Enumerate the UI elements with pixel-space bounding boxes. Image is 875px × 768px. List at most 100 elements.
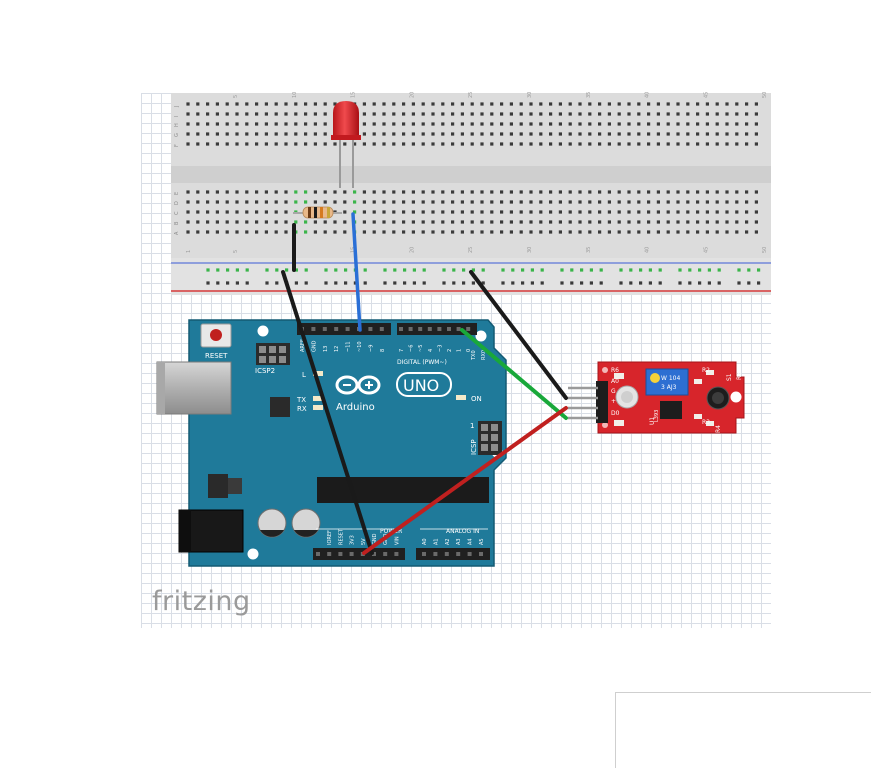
row-letter: D [174, 201, 180, 205]
breadboard-hole [451, 220, 455, 224]
breadboard-hole [500, 122, 504, 126]
arduino-board [188, 319, 507, 567]
rail-hole [324, 268, 328, 272]
breadboard-hole [225, 190, 229, 194]
breadboard-hole [509, 112, 513, 116]
breadboard-hole [715, 142, 719, 146]
breadboard-hole [323, 220, 327, 224]
header-hole [334, 327, 339, 331]
breadboard-hole [735, 200, 739, 204]
breadboard-hole [519, 112, 523, 116]
column-number: 5 [233, 250, 239, 253]
breadboard-hole [578, 142, 582, 146]
breadboard-hole [539, 122, 543, 126]
breadboard-hole [382, 190, 386, 194]
breadboard-hole [333, 230, 337, 234]
pin-label: 13 [323, 346, 329, 352]
breadboard-hole [529, 210, 533, 214]
header-pin [481, 444, 488, 451]
breadboard-hole [215, 112, 219, 116]
rail-hole [580, 281, 584, 285]
breadboard-hole [480, 220, 484, 224]
rail-hole [206, 281, 210, 285]
rail-hole [245, 268, 249, 272]
breadboard-hole [754, 230, 758, 234]
rail-hole [353, 281, 357, 285]
breadboard-hole [284, 112, 288, 116]
breadboard-hole [725, 132, 729, 136]
breadboard-hole [431, 190, 435, 194]
breadboard-hole [500, 102, 504, 106]
arduino-logo: Arduino [335, 375, 381, 413]
breadboard-hole [598, 102, 602, 106]
breadboard-hole [460, 122, 464, 126]
header-pin [491, 424, 498, 431]
pin-label: ~6 [409, 345, 415, 352]
breadboard-hole [294, 112, 298, 116]
breadboard-hole [304, 142, 308, 146]
rail-hole [629, 281, 633, 285]
breadboard-hole [754, 190, 758, 194]
breadboard-hole [676, 142, 680, 146]
header-hole [437, 327, 442, 331]
breadboard-hole [294, 220, 298, 224]
row-letter: F [174, 144, 180, 147]
breadboard-hole [745, 112, 749, 116]
breadboard-hole [372, 210, 376, 214]
arduino-wordmark: Arduino [336, 402, 375, 413]
breadboard-hole [529, 142, 533, 146]
header-pin [259, 356, 266, 363]
rail-hole [275, 281, 279, 285]
breadboard-hole [666, 112, 670, 116]
breadboard-hole [617, 142, 621, 146]
breadboard-hole [647, 220, 651, 224]
power-header [313, 548, 405, 560]
rail-hole [511, 281, 515, 285]
header-hole [394, 552, 399, 556]
column-number: 45 [703, 247, 709, 253]
breadboard-hole [451, 102, 455, 106]
breadboard-hole [676, 112, 680, 116]
breadboard-hole [411, 102, 415, 106]
breadboard-hole [500, 112, 504, 116]
breadboard-hole [186, 142, 190, 146]
breadboard-hole [705, 122, 709, 126]
breadboard-hole [333, 102, 337, 106]
breadboard-hole [255, 112, 259, 116]
breadboard-hole [480, 200, 484, 204]
breadboard-hole [362, 230, 366, 234]
icsp-label: ICSP [470, 439, 478, 455]
breadboard-hole [421, 230, 425, 234]
breadboard-hole [647, 200, 651, 204]
breadboard-hole [225, 102, 229, 106]
rail-hole [216, 281, 220, 285]
breadboard-hole [696, 122, 700, 126]
breadboard-hole [451, 230, 455, 234]
breadboard-hole [676, 220, 680, 224]
breadboard-hole [235, 190, 239, 194]
breadboard-hole [264, 132, 268, 136]
breadboard-hole [705, 102, 709, 106]
breadboard-hole [578, 200, 582, 204]
rail-hole [521, 268, 525, 272]
breadboard-hole [441, 102, 445, 106]
breadboard-hole [441, 122, 445, 126]
breadboard-hole [421, 142, 425, 146]
breadboard-hole [431, 230, 435, 234]
breadboard-hole [372, 132, 376, 136]
breadboard-hole [558, 142, 562, 146]
breadboard-hole [627, 112, 631, 116]
breadboard-hole [637, 190, 641, 194]
breadboard-hole [402, 112, 406, 116]
breadboard-hole [686, 190, 690, 194]
breadboard-hole [549, 220, 553, 224]
breadboard-hole [539, 230, 543, 234]
header-hole [444, 552, 449, 556]
rail-hole [334, 281, 338, 285]
breadboard-hole [460, 230, 464, 234]
breadboard-hole [402, 190, 406, 194]
top-header-right [397, 323, 477, 335]
breadboard-hole [519, 132, 523, 136]
breadboard-hole [598, 142, 602, 146]
rail-hole [216, 268, 220, 272]
